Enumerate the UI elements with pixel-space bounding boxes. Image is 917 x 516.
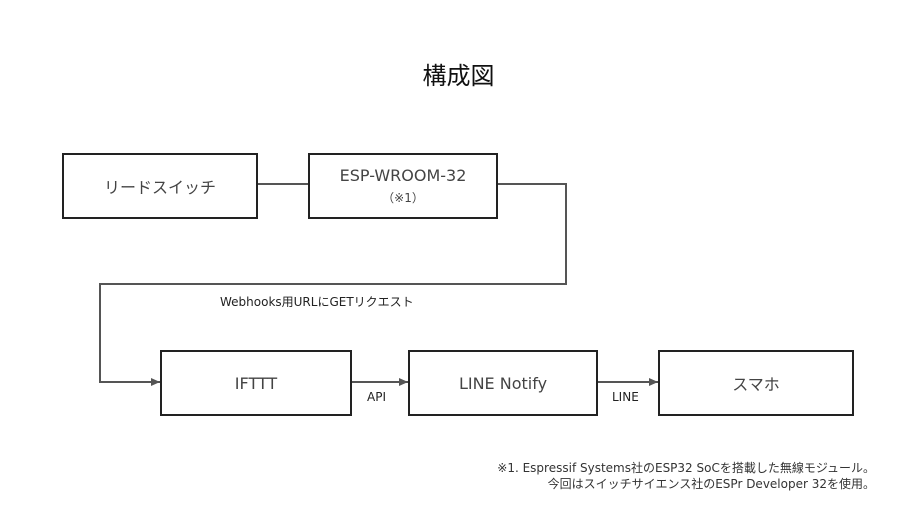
edge-label-line: LINE xyxy=(612,390,639,404)
node-esp32-label: ESP-WROOM-32 xyxy=(339,166,467,185)
edge-label-api: API xyxy=(367,390,386,404)
diagram-title: 構成図 xyxy=(422,62,495,90)
edge-label-webhooks: Webhooks用URLにGETリクエスト xyxy=(220,295,414,309)
node-reed-switch-label: リードスイッチ xyxy=(103,178,216,197)
node-line-notify-label: LINE Notify xyxy=(458,373,548,393)
footnote: ※1. Espressif Systems社のESP32 SoCを搭載した無線モ… xyxy=(497,460,875,492)
node-esp32-note: （※1） xyxy=(382,191,424,205)
footnote-line-2: 今回はスイッチサイエンス社のESPr Developer 32を使用。 xyxy=(547,477,875,491)
node-line-notify: LINE Notify xyxy=(408,350,598,416)
node-smartphone-label: スマホ xyxy=(732,375,780,394)
node-reed-switch: リードスイッチ xyxy=(62,153,258,219)
node-esp32: ESP-WROOM-32 （※1） xyxy=(308,153,498,219)
connector-esp-to-ifttt xyxy=(99,183,567,386)
node-ifttt: IFTTT xyxy=(160,350,352,416)
node-ifttt-label: IFTTT xyxy=(234,373,278,393)
node-smartphone: スマホ xyxy=(658,350,854,416)
footnote-line-1: ※1. Espressif Systems社のESP32 SoCを搭載した無線モ… xyxy=(497,461,875,475)
